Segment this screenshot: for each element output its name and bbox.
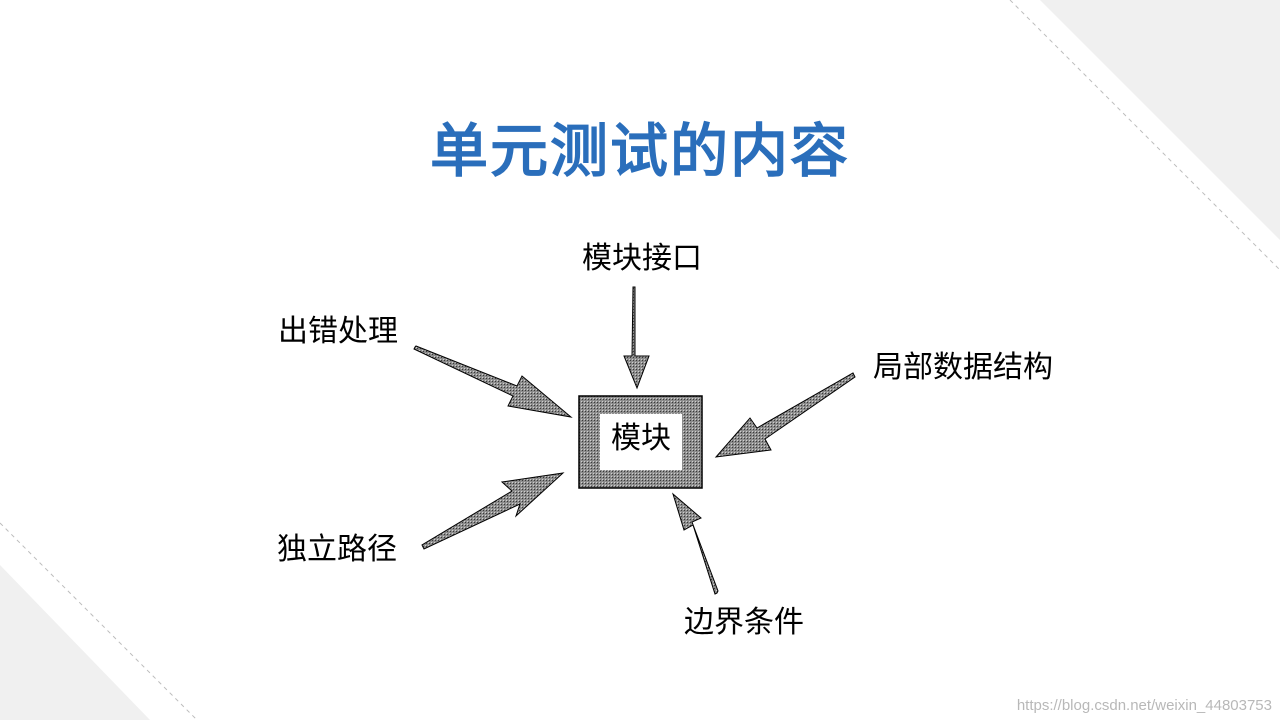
label-boundary-conditions: 边界条件 bbox=[684, 605, 804, 640]
arrow-independent-path bbox=[421, 472, 565, 550]
module-label: 模块 bbox=[611, 421, 671, 456]
bottom-left-dashed-line bbox=[0, 522, 198, 720]
label-local-data-structure: 局部数据结构 bbox=[873, 350, 1053, 385]
arrow-local-data-structure bbox=[714, 372, 856, 458]
label-module-interface: 模块接口 bbox=[582, 241, 702, 276]
label-error-handling: 出错处理 bbox=[278, 314, 398, 349]
page-title: 单元测试的内容 bbox=[429, 117, 850, 185]
watermark: https://blog.csdn.net/weixin_44803753 bbox=[1016, 697, 1272, 714]
arrow-boundary-conditions bbox=[672, 492, 719, 595]
bottom-left-corner-shape bbox=[0, 565, 150, 720]
arrow-module-interface bbox=[623, 286, 650, 390]
arrow-error-handling bbox=[413, 345, 573, 418]
label-independent-path: 独立路径 bbox=[277, 532, 397, 567]
top-right-corner-shape bbox=[1040, 0, 1280, 240]
module-box-inner bbox=[600, 414, 682, 470]
